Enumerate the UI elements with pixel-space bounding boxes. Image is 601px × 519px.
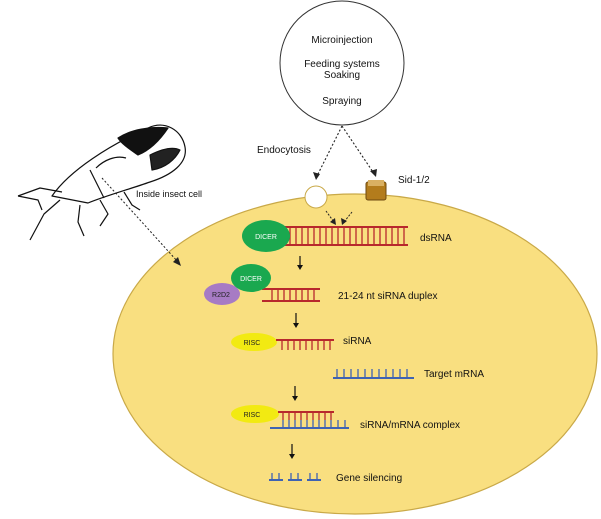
dicer-enzyme-1 — [242, 220, 290, 252]
target-mrna-label: Target mRNA — [424, 369, 484, 380]
risc-label-2: RISC — [244, 412, 261, 419]
sid-transporter — [365, 180, 387, 201]
delivery-circle — [279, 0, 405, 126]
complex-red-strand — [278, 411, 334, 420]
method-spraying: Spraying — [322, 96, 361, 107]
step-sirna: RISC siRNA — [231, 333, 372, 351]
endocytosis-vesicle — [304, 185, 328, 209]
method-microinjection: Microinjection — [311, 35, 372, 46]
sirna-strand — [276, 339, 334, 350]
r2d2-label: R2D2 — [212, 292, 230, 299]
insect-cell — [112, 193, 598, 515]
insect-to-cell-line — [101, 177, 179, 263]
duplex-label: 21-24 nt siRNA duplex — [338, 291, 438, 302]
complex-blue-strand — [270, 420, 349, 429]
r2d2-enzyme — [204, 283, 240, 305]
transporter-cap — [368, 180, 384, 186]
arrow-to-endocytosis — [315, 125, 343, 179]
endocytosis-label: Endocytosis — [257, 145, 311, 156]
insect-cell-label: Inside insect cell — [136, 189, 202, 199]
complex-label: siRNA/mRNA complex — [360, 420, 460, 431]
step-dsrna: DICER dsRNA — [242, 220, 452, 252]
dsrna-label: dsRNA — [420, 233, 452, 244]
risc-enzyme-1 — [231, 333, 277, 351]
duplex-strands — [262, 288, 320, 302]
step-complex: RISC siRNA/mRNA comple — [231, 405, 460, 431]
delivery-methods: Microinjection Feeding systems Soaking S… — [279, 0, 405, 126]
risc-label-1: RISC — [244, 340, 261, 347]
arrow-to-transporter — [341, 125, 376, 176]
inner-arrowhead-2 — [341, 218, 347, 225]
transporter-label: Sid-1/2 — [398, 175, 430, 186]
dicer-label-2: DICER — [240, 276, 262, 283]
arrowhead-endocytosis — [313, 172, 320, 180]
arrowhead-transporter — [370, 169, 377, 177]
silencing-label: Gene silencing — [336, 473, 402, 484]
step-silencing: Gene silencing — [269, 473, 402, 484]
mrna-fragments — [269, 473, 321, 481]
dicer-label-1: DICER — [255, 234, 277, 241]
dicer-enzyme-2 — [231, 264, 271, 292]
risc-enzyme-2 — [231, 405, 279, 423]
insect-sketch — [17, 124, 186, 241]
sirna-label: siRNA — [343, 336, 372, 347]
step-duplex: R2D2 DICER 21-24 nt siRNA duplex — [204, 264, 438, 305]
method-feeding: Feeding systems — [304, 59, 380, 70]
target-strand — [333, 369, 414, 379]
method-soaking: Soaking — [324, 70, 360, 81]
target-mrna: Target mRNA — [333, 369, 484, 380]
inner-arrowhead-1 — [330, 218, 336, 225]
delivery-arrows — [315, 125, 376, 179]
insect-arrowhead — [173, 257, 181, 266]
